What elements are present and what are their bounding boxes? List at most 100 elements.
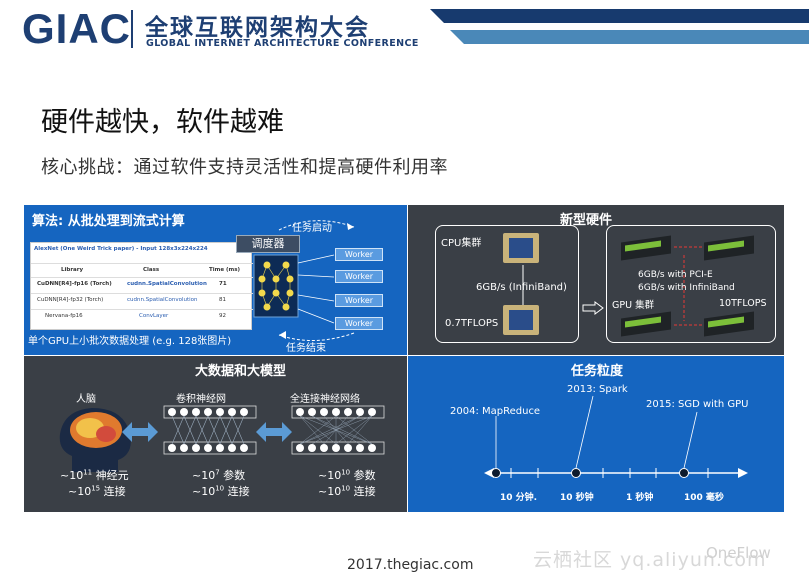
column-header: Library (61, 267, 84, 273)
table-cell: 71 (219, 281, 227, 287)
brain-connection-count: ~1015 连接 (68, 483, 126, 499)
timeline-marker (491, 468, 501, 478)
cnn-diagram (163, 405, 257, 455)
cnn-param-exponent: 7 (215, 468, 220, 477)
fcn-param-exponent: 10 (341, 468, 351, 477)
fcn-param-count: ~1010 参数 (318, 467, 376, 483)
timeline-tick-label: 10 秒钟 (560, 493, 594, 503)
infiniband-label: 6GB/s (InfiniBand) (476, 282, 567, 293)
algorithm-caption: 单个GPU上小批次数据处理 (e.g. 128张图片) (28, 336, 232, 347)
double-arrow-icon (122, 422, 158, 442)
conference-name-cn: 全球互联网架构大会 (145, 15, 370, 41)
brain-connection-label: 连接 (100, 485, 126, 498)
table-cell: CuDNN[R4]-fp32 (Torch) (37, 297, 104, 303)
worker-node: Worker (335, 270, 383, 283)
watermark: 云栖社区 yq.aliyun.com (533, 545, 767, 572)
benchmark-table: AlexNet (One Weird Trick paper) - Input … (30, 242, 253, 330)
fcn-connection-count: ~1010 连接 (318, 483, 376, 499)
table-cell: cudnn.SpatialConvolution (127, 281, 207, 287)
cpu-chip-icon (503, 233, 539, 263)
footer-url: 2017.thegiac.com (347, 557, 474, 573)
algorithm-title: 算法: 从批处理到流式计算 (32, 214, 185, 229)
table-cell: 81 (219, 297, 226, 303)
double-arrow-icon (256, 422, 292, 442)
cnn-connection-count: ~1010 连接 (192, 483, 250, 499)
panel-bigdata: 大数据和大模型 人脑 卷积神经网 全连接神经网络 (24, 356, 407, 512)
worker-node: Worker (335, 317, 383, 330)
giac-logo: GIAC (22, 5, 131, 52)
timeline-tick-label: 100 毫秒 (684, 493, 724, 503)
fcn-param-label: 参数 (350, 469, 376, 482)
slide-subtitle: 核心挑战：通过软件支持灵活性和提高硬件利用率 (41, 157, 448, 178)
table-cell: cudnn.SpatialConvolution (127, 297, 198, 303)
timeline-tick-label: 10 分钟. (500, 493, 538, 503)
brain-connection-exponent: 15 (91, 484, 101, 493)
conference-name-en: GLOBAL INTERNET ARCHITECTURE CONFERENCE (146, 38, 419, 49)
gpu-cluster-label: GPU 集群 (612, 300, 655, 311)
table-cell: CuDNN[R4]-fp16 (Torch) (37, 281, 112, 287)
cpu-cluster-box (435, 225, 579, 343)
neuron-count: ~1011 神经元 (60, 467, 129, 483)
brain-head-icon (59, 408, 131, 472)
panel-granularity: 任务粒度 2004: MapReduce 2013: Spark 2015: S… (408, 356, 784, 512)
timeline-marker (679, 468, 689, 478)
cpu-link-icon (522, 265, 524, 305)
table-cell: Nervana-fp16 (45, 313, 83, 319)
panel-algorithm: 算法: 从批处理到流式计算 AlexNet (One Weird Trick p… (24, 205, 407, 355)
scheduler-diagram (253, 220, 355, 342)
cpu-cluster-label: CPU集群 (441, 238, 482, 249)
worker-node: Worker (335, 248, 383, 261)
watermark-brand: OneFlow (706, 544, 771, 562)
fcn-connection-base: ~10 (318, 485, 342, 498)
column-header: Time (ms) (209, 267, 241, 273)
infiniband-gpu-label: 6GB/s with InfiniBand (638, 283, 735, 293)
hardware-title: 新型硬件 (560, 213, 613, 228)
fcn-connection-exponent: 10 (341, 484, 351, 493)
bigdata-title: 大数据和大模型 (195, 364, 287, 379)
arrow-right-icon (582, 301, 604, 315)
slide-title: 硬件越快，软件越难 (41, 107, 284, 138)
header-stripe-light (450, 30, 809, 44)
timeline-tick-label: 1 秒钟 (626, 493, 654, 503)
brain-connection-base: ~10 (68, 485, 92, 498)
fcn-diagram (291, 405, 385, 455)
table-row: Nervana-fp16 ConvLayer 92 (31, 309, 253, 323)
table-cell: ConvLayer (139, 313, 169, 319)
table-row: CuDNN[R4]-fp16 (Torch) cudnn.SpatialConv… (31, 277, 253, 291)
table-header-row: Library Class Time (ms) (31, 263, 253, 277)
panel-hardware: 新型硬件 CPU集群 6GB/s (InfiniBand) 0.7TFLOPS … (408, 205, 784, 355)
neuron-count-label: 神经元 (92, 469, 129, 482)
cnn-param-count: ~107 参数 (192, 467, 245, 483)
logo-divider (131, 10, 133, 48)
task-end-label: 任务结束 (286, 343, 326, 354)
cnn-connection-label: 连接 (224, 485, 250, 498)
fcn-connection-label: 连接 (350, 485, 376, 498)
cpu-chip-icon (503, 305, 539, 335)
gpu-link-lines (674, 246, 704, 326)
worker-node: Worker (335, 294, 383, 307)
timeline-marker (571, 468, 581, 478)
timeline-axis (484, 395, 748, 478)
table-row: CuDNN[R4]-fp32 (Torch) cudnn.SpatialConv… (31, 293, 253, 307)
cnn-connection-exponent: 10 (215, 484, 225, 493)
gpu-cluster-box (606, 225, 776, 343)
task-start-label: 任务启动 (292, 223, 332, 234)
column-header: Class (143, 267, 160, 273)
cpu-flops-label: 0.7TFLOPS (445, 318, 499, 329)
gpu-flops-label: 10TFLOPS (719, 298, 767, 309)
neuron-count-exponent: 11 (83, 468, 93, 477)
cnn-connection-base: ~10 (192, 485, 216, 498)
fcn-label: 全连接神经网络 (290, 394, 360, 405)
table-cell: 92 (219, 313, 226, 319)
timeline-event: 2004: MapReduce (450, 406, 541, 417)
fcn-param-base: ~10 (318, 469, 342, 482)
timeline-event: 2015: SGD with GPU (646, 399, 749, 410)
header: GIAC 全球互联网架构大会 GLOBAL INTERNET ARCHITECT… (0, 0, 809, 62)
cnn-param-label: 参数 (219, 469, 246, 482)
pcie-label: 6GB/s with PCI-E (638, 270, 713, 280)
cnn-label: 卷积神经网 (176, 394, 226, 405)
cnn-param-base: ~10 (192, 469, 216, 482)
neuron-count-base: ~10 (60, 469, 84, 482)
watermark-text: 云栖社区 yq.aliyun.com (533, 549, 767, 571)
header-stripe-dark (430, 9, 809, 23)
